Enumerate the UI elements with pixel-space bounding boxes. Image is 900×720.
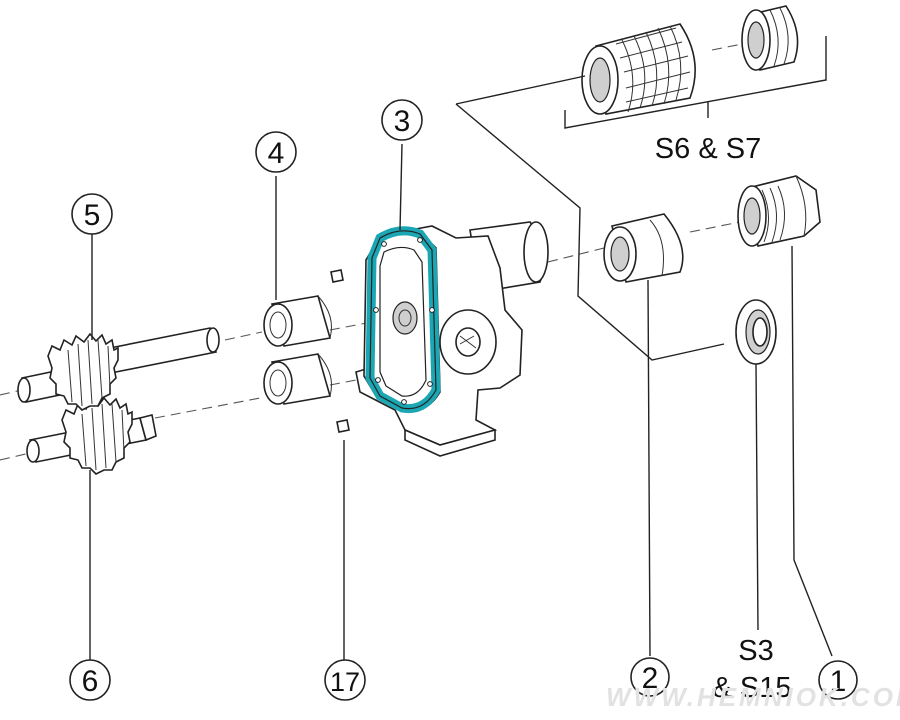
lower-gear — [61, 396, 133, 475]
callout-5: 5 — [71, 193, 113, 235]
lower-gear-shaft — [26, 396, 157, 475]
callout-4: 4 — [255, 131, 297, 173]
svg-text:3: 3 — [394, 105, 411, 138]
svg-text:6: 6 — [82, 665, 99, 698]
callout-6: 6 — [69, 659, 111, 701]
spring-seal — [581, 23, 696, 115]
seal-ring — [741, 5, 799, 71]
upper-gear-shaft — [17, 327, 220, 411]
callout-2: 2 — [630, 657, 670, 697]
gasket — [365, 226, 441, 414]
callout-17: 17 — [324, 659, 366, 701]
upper-gear — [47, 332, 119, 411]
pump-housing — [355, 221, 549, 457]
label-s3: S3 — [738, 635, 773, 667]
watermark: WWW.HEMNIOK.COM — [606, 682, 900, 712]
svg-text:5: 5 — [84, 199, 101, 232]
dowel-pin-upper — [330, 269, 344, 283]
dowel-pin-lower — [336, 419, 350, 433]
label-s15: & S15 — [713, 672, 792, 704]
seal-sleeve — [603, 213, 684, 283]
bushing-lower — [263, 353, 332, 405]
svg-text:4: 4 — [268, 137, 285, 170]
svg-text:17: 17 — [330, 667, 360, 697]
callout-1: 1 — [818, 660, 858, 700]
threaded-cap — [737, 175, 821, 247]
bushing-upper — [263, 295, 332, 347]
svg-text:1: 1 — [830, 665, 847, 698]
seal-washer — [735, 299, 777, 365]
svg-text:2: 2 — [642, 662, 659, 695]
leader-lines — [89, 36, 833, 660]
axis-lines — [0, 221, 741, 461]
label-s6-s7: S6 & S7 — [655, 133, 761, 165]
callout-3: 3 — [381, 99, 423, 141]
